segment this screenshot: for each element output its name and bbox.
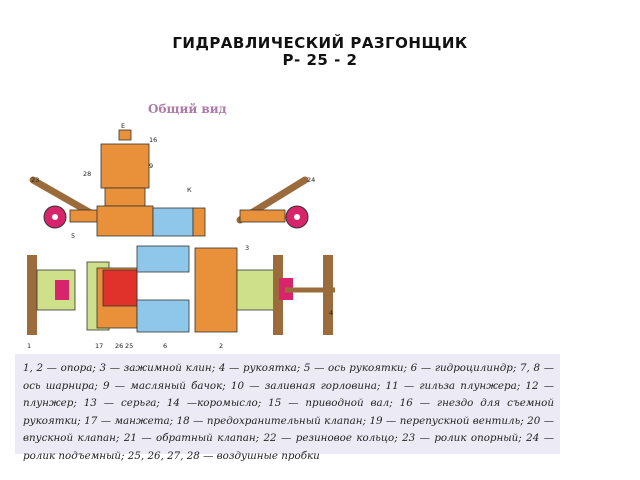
- label-E: Е: [121, 122, 125, 130]
- label-2: 2: [219, 342, 223, 350]
- label-9: 9: [149, 162, 153, 170]
- label-3: 3: [245, 244, 249, 252]
- label-25: 25: [125, 342, 133, 350]
- label-26: 26: [115, 342, 123, 350]
- hydraulic-spreader-diagram: 16 9 Е 23 28 24 К 5 1 26 25 17 6 2 3 4: [27, 122, 335, 350]
- label-K: К: [187, 186, 192, 194]
- parts-legend: 1, 2 — опора; 3 — зажимной клин; 4 — рук…: [15, 354, 560, 462]
- label-4: 4: [329, 309, 333, 317]
- label-1: 1: [27, 342, 31, 350]
- label-16: 16: [149, 136, 157, 144]
- hydraulic-cylinder-lower: [136, 245, 238, 333]
- label-23: 23: [31, 176, 39, 184]
- figure-caption: Общий вид: [148, 102, 227, 116]
- hydraulic-cylinder-upper: [152, 207, 206, 237]
- label-24: 24: [307, 176, 315, 184]
- label-6: 6: [163, 342, 167, 350]
- page-title: ГИДРАВЛИЧЕСКИЙ РАЗГОНЩИК: [172, 34, 468, 52]
- oil-tank: [96, 129, 154, 237]
- right-support-lower: [236, 255, 335, 335]
- label-17: 17: [95, 342, 103, 350]
- pump-body-lower: [86, 261, 138, 331]
- legend-text: 1, 2 — опора; 3 — зажимной клин; 4 — рук…: [23, 362, 554, 462]
- label-28: 28: [83, 170, 91, 178]
- left-support-lower: [27, 255, 76, 335]
- page-subtitle-model: Р- 25 - 2: [282, 51, 358, 69]
- label-5: 5: [71, 232, 75, 240]
- right-handle-upper: [236, 176, 309, 229]
